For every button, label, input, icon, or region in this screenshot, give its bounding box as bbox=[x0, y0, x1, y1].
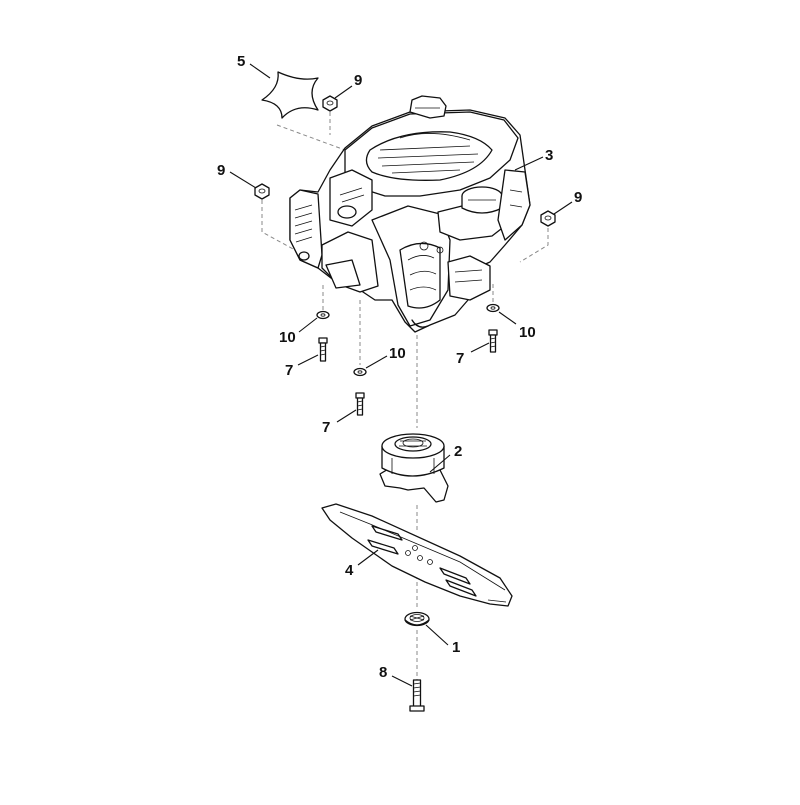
callout-1: 1 bbox=[452, 639, 460, 656]
callout-labels: 5 9 9 9 3 10 10 10 7 7 7 2 4 1 8 bbox=[217, 53, 582, 681]
part-9-nut-left[interactable] bbox=[254, 183, 270, 200]
callout-4: 4 bbox=[345, 562, 354, 579]
part-7-bolt-right[interactable] bbox=[488, 329, 498, 353]
callout-2: 2 bbox=[454, 443, 462, 460]
callout-7-center: 7 bbox=[322, 419, 330, 436]
callout-7-right: 7 bbox=[456, 350, 464, 367]
part-10-washer-left[interactable] bbox=[316, 310, 330, 320]
part-10-washer-center[interactable] bbox=[353, 367, 367, 377]
callout-9-top: 9 bbox=[354, 72, 362, 89]
callout-leader-lines bbox=[229, 63, 573, 687]
callout-10-center: 10 bbox=[389, 345, 406, 362]
part-9-nut-right[interactable] bbox=[540, 210, 556, 227]
part-8-blade-bolt[interactable] bbox=[409, 679, 425, 712]
callout-9-right: 9 bbox=[574, 189, 582, 206]
part-7-bolt-left[interactable] bbox=[318, 337, 328, 362]
callout-9-left: 9 bbox=[217, 162, 225, 179]
callout-8: 8 bbox=[379, 664, 387, 681]
callout-10-left: 10 bbox=[279, 329, 296, 346]
callout-3: 3 bbox=[545, 147, 553, 164]
callout-7-left: 7 bbox=[285, 362, 293, 379]
assembly-guide-lines bbox=[261, 112, 549, 680]
part-2-blade-hub[interactable] bbox=[379, 433, 449, 503]
callout-10-right: 10 bbox=[519, 324, 536, 341]
part-5-filter-cover[interactable] bbox=[261, 71, 319, 119]
part-1-blade-washer[interactable] bbox=[404, 611, 430, 627]
callout-5: 5 bbox=[237, 53, 245, 70]
part-3-engine[interactable] bbox=[289, 95, 531, 333]
part-10-washer-right[interactable] bbox=[486, 303, 500, 313]
part-4-mower-blade[interactable] bbox=[321, 503, 513, 607]
part-9-nut-top[interactable] bbox=[322, 95, 338, 112]
part-7-bolt-center[interactable] bbox=[355, 392, 365, 416]
